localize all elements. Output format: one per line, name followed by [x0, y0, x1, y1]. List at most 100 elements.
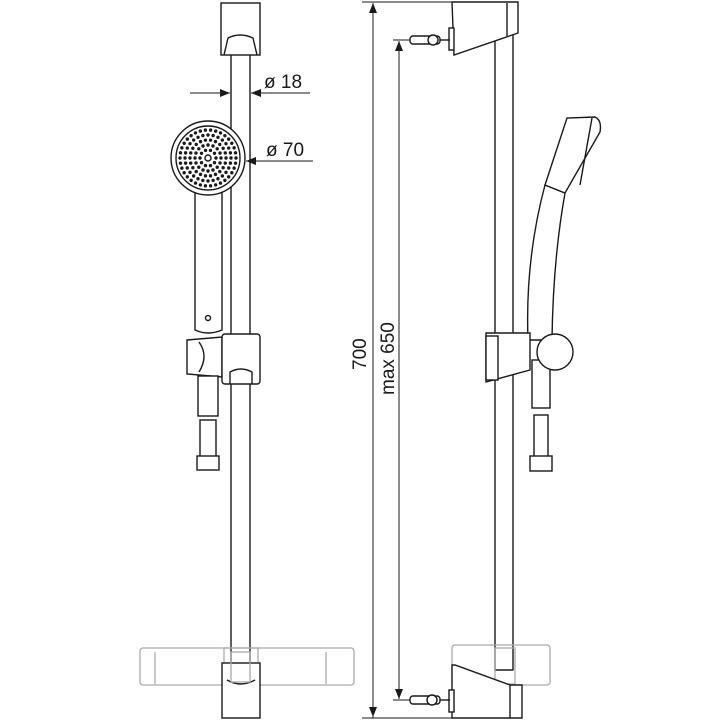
nozzle-dot: [218, 131, 223, 135]
nozzle-dot: [206, 169, 210, 173]
nozzle-dot: [224, 170, 228, 175]
nozzle-dot: [191, 174, 196, 178]
nozzle-dot: [212, 161, 217, 165]
nozzle-dot: [196, 177, 200, 181]
nozzle-dot: [203, 128, 208, 132]
nozzle-dot: [198, 139, 203, 144]
dimension-rail-diameter: ø 18: [190, 72, 310, 97]
nozzle-dot: [194, 161, 198, 165]
nozzle-dot: [214, 156, 218, 160]
nozzle-dot: [185, 137, 190, 141]
nozzle-dot: [228, 161, 233, 165]
nozzle-dot: [211, 133, 215, 138]
nozzle-dot: [233, 151, 238, 155]
nozzle-dot: [230, 141, 234, 145]
nozzle-dot: [215, 147, 219, 151]
wall-screw-top-icon: [409, 34, 450, 46]
nozzle-dot: [198, 183, 203, 187]
nozzle-dot: [193, 131, 198, 135]
nozzle-dot: [182, 141, 186, 145]
nozzle-dot: [228, 151, 233, 155]
nozzle-dot: [212, 151, 217, 155]
nozzle-dot: [226, 137, 231, 141]
nozzle-dot: [198, 129, 203, 133]
nozzle-dot: [226, 175, 231, 179]
nozzle-dot: [213, 172, 218, 177]
nozzle-dot: [208, 138, 213, 142]
nozzle-dot: [218, 161, 222, 165]
hose-front: [196, 375, 220, 471]
nozzle-dot: [218, 169, 222, 174]
nozzle-dot: [227, 166, 231, 170]
front-view: ø 18 ø 70: [139, 2, 355, 719]
side-view: 700 max 650: [350, 1, 602, 719]
nozzle-dot: [197, 147, 201, 151]
top-bracket-side: [448, 1, 519, 56]
nozzle-dot: [178, 156, 182, 160]
total-height-label: 700: [350, 338, 371, 370]
nozzle-dot: [232, 166, 236, 170]
nozzle-dot: [223, 161, 227, 165]
nozzle-dot: [223, 133, 227, 138]
nozzle-dot: [213, 139, 218, 144]
nozzle-dot: [211, 144, 215, 148]
head-diameter-label: ø 70: [266, 140, 304, 161]
nozzle-dot: [189, 178, 193, 183]
nozzle-dot: [218, 142, 222, 147]
nozzle-dot: [189, 133, 193, 138]
nozzle-dot: [193, 181, 198, 185]
nozzle-dot: [208, 163, 213, 168]
nozzle-dot: [215, 165, 219, 169]
nozzle-dot: [198, 172, 203, 177]
spray-nozzles-icon: [178, 128, 238, 188]
nozzle-dot: [198, 156, 202, 160]
nozzle-dot: [213, 129, 218, 133]
nozzle-dot: [194, 142, 198, 147]
nozzle-dot: [213, 183, 218, 187]
nozzle-dot: [208, 148, 213, 153]
nozzle-dot: [196, 135, 200, 139]
nozzle-dot: [232, 146, 236, 150]
nozzle-dot: [201, 168, 205, 172]
nozzle-dot: [211, 178, 215, 183]
nozzle-dot: [230, 171, 234, 175]
nozzle-dot: [183, 151, 188, 155]
nozzle-dot: [193, 156, 197, 160]
nozzle-dot: [188, 141, 192, 146]
nozzle-dot: [218, 181, 223, 185]
nozzle-dot: [191, 146, 195, 150]
nozzle-dot: [208, 174, 213, 178]
nozzle-dot: [206, 143, 210, 147]
nozzle-dot: [223, 178, 227, 183]
nozzle-dot: [183, 161, 188, 165]
nozzle-dot: [233, 161, 238, 165]
nozzle-dot: [188, 156, 192, 160]
nozzle-dot: [203, 174, 208, 178]
nozzle-dot: [203, 163, 208, 168]
nozzle-dot: [229, 156, 233, 160]
nozzle-dot: [216, 135, 220, 139]
nozzle-dot: [201, 133, 205, 138]
hose-side: [529, 414, 553, 472]
nozzle-dot: [203, 148, 208, 153]
bottom-bracket-side: [448, 664, 523, 719]
nozzle-dot: [178, 161, 183, 165]
nozzle-dot: [211, 168, 215, 172]
nozzle-dot: [197, 165, 201, 169]
bottom-bracket-front: [221, 651, 261, 719]
nozzle-dot: [206, 179, 210, 183]
nozzle-dot: [203, 184, 208, 188]
nozzle-dot: [206, 133, 210, 137]
nozzle-dot: [201, 144, 205, 148]
nozzle-dot: [189, 151, 193, 155]
nozzle-dot: [218, 151, 222, 155]
rail-diameter-label: ø 18: [264, 72, 302, 93]
nozzle-dot: [183, 156, 187, 160]
nozzle-dot: [219, 156, 223, 160]
nozzle-dot: [185, 175, 190, 179]
nozzle-dot: [180, 146, 184, 150]
top-bracket-front: [220, 2, 261, 56]
nozzle-dot: [185, 146, 189, 150]
nozzle-dot: [224, 156, 228, 160]
